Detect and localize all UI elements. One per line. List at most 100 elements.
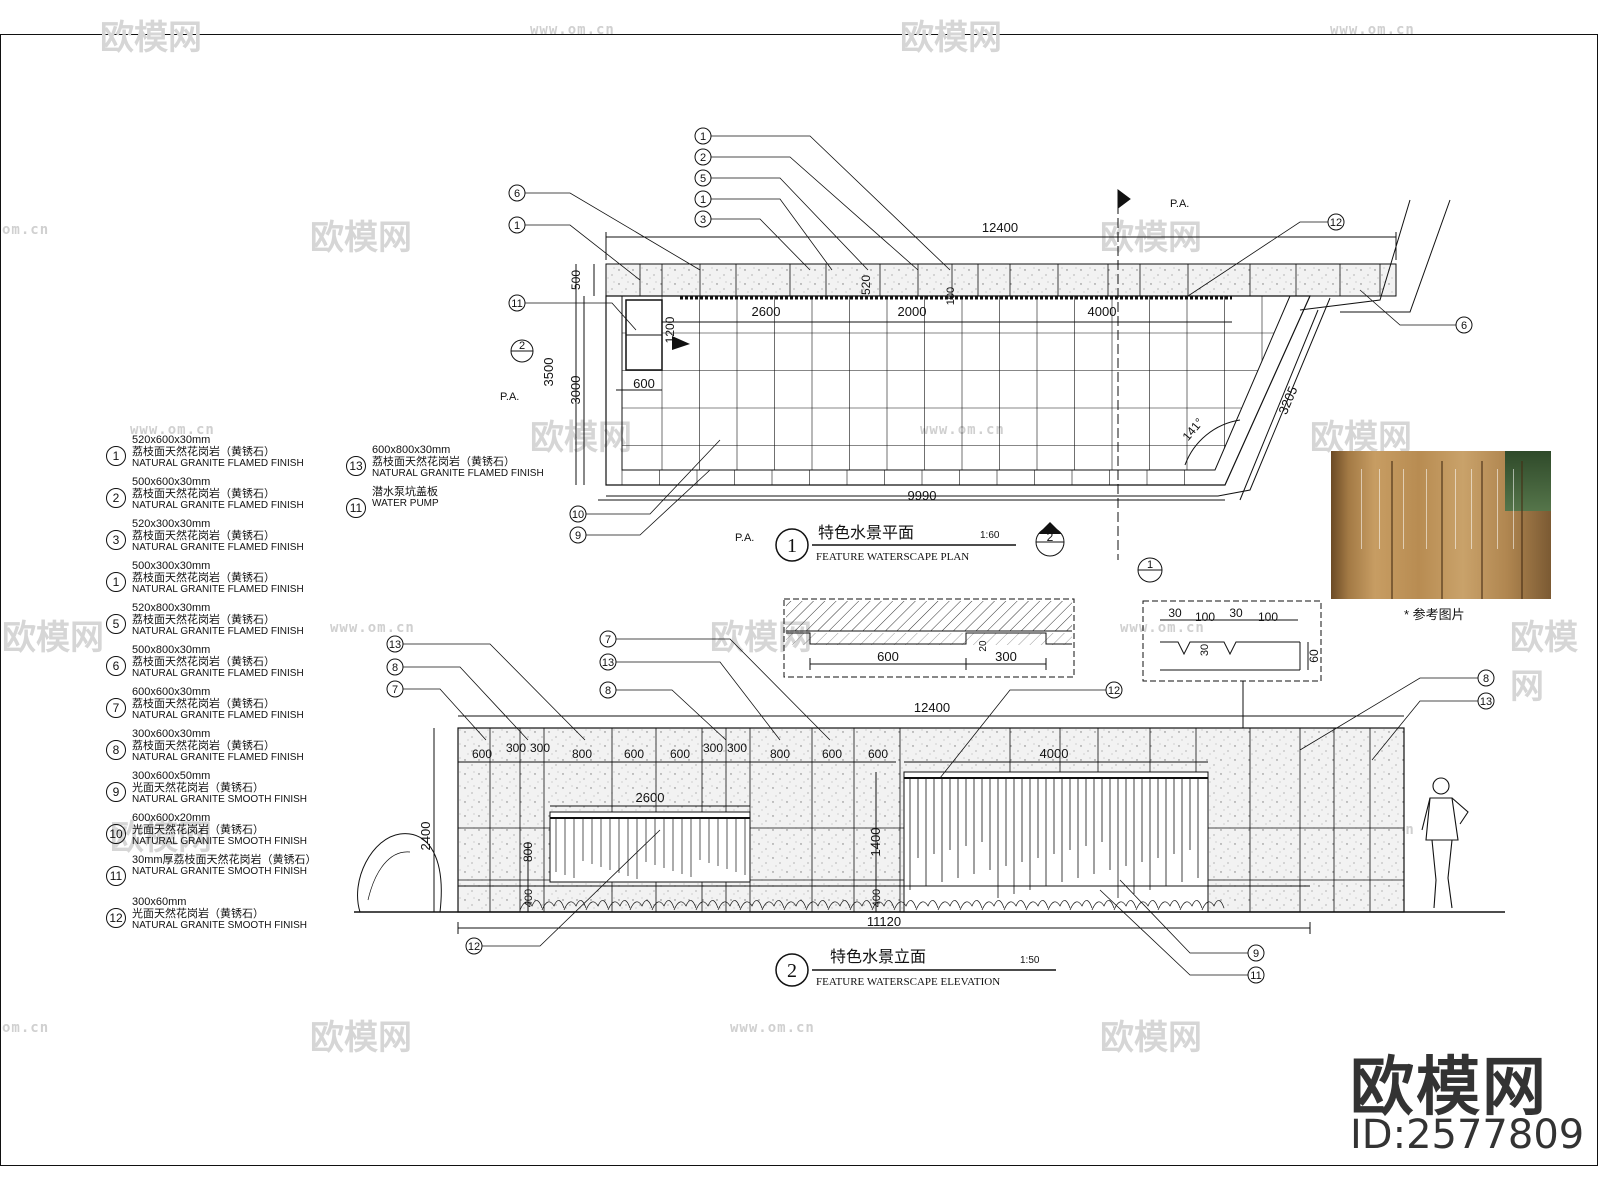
callout: 13	[599, 653, 781, 741]
legend-en: NATURAL GRANITE FLAMED FINISH	[132, 710, 304, 721]
watermark-brand: 欧模网	[2, 618, 104, 658]
legend-cn: 荔枝面天然花岗岩（黄锈石）	[132, 488, 275, 500]
dim-plan-3500: 3500	[541, 358, 556, 387]
callout: 8	[386, 658, 529, 741]
callout: 6	[508, 184, 701, 271]
reference-photo	[1331, 451, 1551, 599]
legend-en: NATURAL GRANITE FLAMED FINISH	[132, 500, 304, 511]
plan-pool-outline	[605, 295, 1311, 486]
legend-size: 520x800x30mm	[132, 602, 211, 614]
callout-num: 9	[575, 530, 581, 542]
legend-num: 7	[106, 698, 126, 718]
legend-num: 8	[106, 740, 126, 760]
callout-num: 11	[1250, 970, 1261, 982]
legend-num: 1	[106, 572, 126, 592]
section-marker: 2 1	[510, 336, 1163, 583]
section-marker-num: 1	[1147, 559, 1153, 571]
watermark-site: om.cn	[2, 1020, 50, 1036]
dim-detail-60: 60	[1307, 649, 1321, 663]
elev-water-curtain-right	[903, 771, 1209, 913]
callout: 9	[569, 469, 711, 544]
legend-cn: 荔枝面天然花岗岩（黄锈石）	[132, 530, 275, 542]
watermark-brand: 欧模网	[310, 218, 412, 258]
legend-size: 300x600x30mm	[132, 728, 211, 740]
plan-coping	[605, 263, 1397, 297]
legend-cn: 荔枝面天然花岗岩（黄锈石）	[132, 698, 275, 710]
dim-plan-520: 520	[859, 275, 873, 295]
callout: 3	[694, 210, 811, 271]
watermark-brand: 欧模网	[310, 1018, 412, 1058]
plan-title-cn: 特色水景平面	[818, 524, 914, 542]
dim-elev-800: 800	[770, 747, 790, 761]
callout: 8	[599, 681, 727, 741]
callout: 5	[694, 169, 869, 271]
legend-size: 520x300x30mm	[132, 518, 211, 530]
legend-en: NATURAL GRANITE FLAMED FINISH	[132, 626, 304, 637]
dim-elev-total: 12400	[914, 700, 950, 715]
dim-elev-300: 300	[703, 741, 723, 755]
dim-plan-600: 600	[633, 376, 655, 391]
legend-cn: 荔枝面天然花岗岩（黄锈石）	[372, 456, 515, 468]
legend-en: NATURAL GRANITE FLAMED FINISH	[132, 668, 304, 679]
elev-scale: 1:50	[1020, 955, 1040, 966]
legend-cn: 光面天然花岗岩（黄锈石）	[132, 782, 264, 794]
dim-detail-600: 600	[877, 649, 899, 664]
callout-num: 13	[389, 639, 401, 651]
legend-size: 300x60mm	[132, 896, 187, 908]
model-id: ID:2577809	[1350, 1112, 1585, 1158]
dim-elev-2600: 2600	[636, 790, 665, 805]
plan-title-en: FEATURE WATERSCAPE PLAN	[816, 551, 969, 563]
pa-label: P.A.	[500, 391, 519, 403]
callout-num: 12	[1330, 217, 1342, 229]
human-scale-figure	[1421, 777, 1469, 909]
legend-en: NATURAL GRANITE SMOOTH FINISH	[132, 866, 308, 877]
legend-num: 13	[346, 456, 366, 476]
dim-elev-2400: 2400	[418, 822, 433, 851]
legend-en: NATURAL GRANITE FLAMED FINISH	[132, 584, 304, 595]
dim-detail-300: 300	[995, 649, 1017, 664]
callout-num: 7	[605, 634, 611, 646]
callout-num: 7	[392, 684, 398, 696]
legend-cn: 30mm厚荔枝面天然花岗岩（黄锈石）	[132, 854, 317, 866]
legend-num: 9	[106, 782, 126, 802]
legend-cn: 荔枝面天然花岗岩（黄锈石）	[132, 740, 275, 752]
elev-title-cn: 特色水景立面	[830, 948, 926, 966]
legend-size: 600x600x30mm	[132, 686, 211, 698]
callout-num: 13	[1480, 696, 1492, 708]
dim-elev-600: 600	[472, 747, 492, 761]
legend-cn: 荔枝面天然花岗岩（黄锈石）	[132, 656, 275, 668]
watermark-site: www.om.cn	[530, 22, 615, 38]
watermark-site: www.om.cn	[730, 1020, 815, 1036]
legend-cn: 光面天然花岗岩（黄锈石）	[132, 824, 264, 836]
legend-num: 1	[106, 446, 126, 466]
callout: 6	[1359, 289, 1473, 334]
callout: 1	[694, 190, 833, 271]
plan-dimensions: 12400 2600 2000 4000 520 100 500 3500 30…	[500, 198, 1300, 544]
watermark-brand: 欧模网	[530, 418, 632, 458]
elev-title-badge: 2	[787, 960, 797, 982]
dim-elev-300: 300	[506, 741, 526, 755]
dim-plan-2600: 2600	[752, 304, 781, 319]
watermark-site: www.om.cn	[1330, 22, 1415, 38]
dim-elev-300: 300	[727, 741, 747, 755]
